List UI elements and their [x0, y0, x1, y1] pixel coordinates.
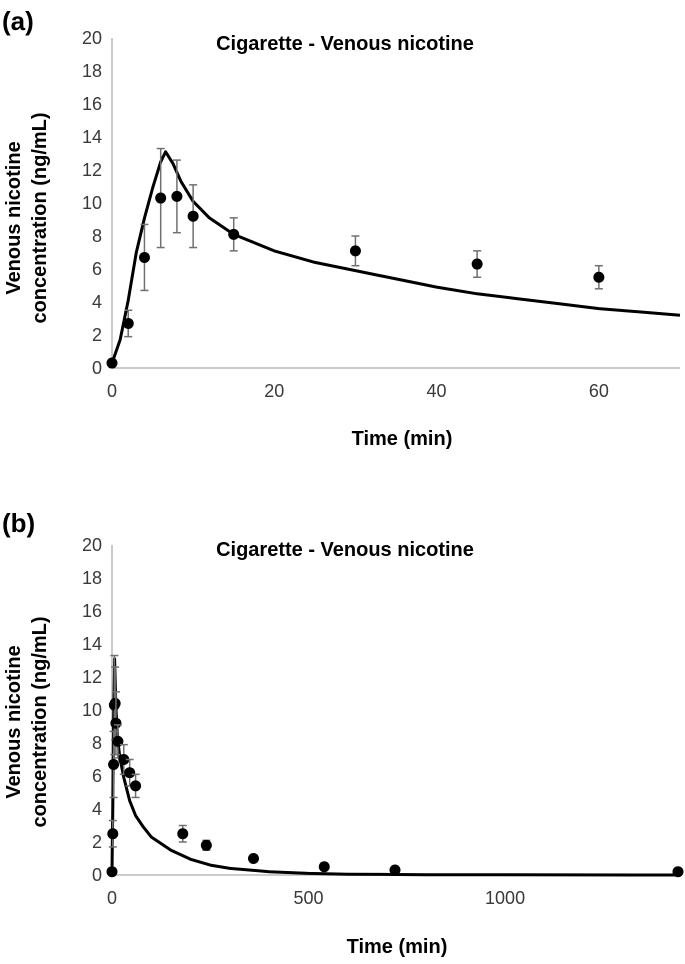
panel-a-y-tick-label: 18	[82, 61, 102, 81]
panel-b-y-tick-label: 18	[82, 568, 102, 588]
panel-a-data-point	[106, 357, 118, 369]
panel-a-y-tick-label: 0	[92, 358, 102, 378]
panel-a-data-point	[349, 245, 361, 257]
panel-a-ylabel-line1: Venous nicotine	[3, 141, 25, 294]
panel-b-x-tick-label: 0	[107, 888, 117, 908]
panel-a: (a) Cigarette - Venous nicotine Venous n…	[2, 6, 681, 450]
panel-b-x-tick-label: 500	[294, 888, 324, 908]
panel-b-model-curve	[110, 657, 679, 877]
panel-a-x-axis-label: Time (min)	[352, 428, 453, 450]
panel-b-x-tick-label: 1000	[485, 888, 525, 908]
panel-a-model-curve	[110, 150, 681, 364]
panel-a-y-tick-label: 2	[92, 325, 102, 345]
panel-a-data-point	[593, 271, 605, 283]
panel-b: (b) Cigarette - Venous nicotine Venous n…	[2, 508, 684, 958]
panel-b-y-tick-label: 12	[82, 667, 102, 687]
panel-a-data-point	[155, 192, 167, 204]
panel-b-y-axis-label: Venous nicotine concentration (ng/mL)	[3, 616, 51, 827]
panel-a-x-tick-label: 20	[264, 381, 284, 401]
panel-b-data-point	[389, 864, 401, 876]
panel-b-data-point	[106, 866, 118, 878]
panel-a-y-tick-label: 14	[82, 127, 102, 147]
panel-a-y-tick-label: 12	[82, 160, 102, 180]
panel-b-data-point	[109, 697, 121, 709]
panel-a-y-tick-label: 4	[92, 292, 102, 312]
panel-b-y-tick-label: 2	[92, 832, 102, 852]
panel-b-plot-area: 0 2 4 6 8 10 12 14 16 18 20 0 500 1000	[82, 535, 684, 908]
panel-a-data-point	[138, 251, 150, 263]
panel-a-data-point	[187, 210, 199, 222]
panel-a-data-point	[471, 258, 483, 270]
panel-b-y-tick-label: 20	[82, 535, 102, 555]
panel-b-data-point	[107, 828, 119, 840]
panel-b-data-point	[248, 853, 259, 864]
panel-a-ylabel-line2: concentration (ng/mL)	[29, 112, 51, 323]
panel-b-data-point	[200, 839, 212, 851]
panel-b-data-point	[130, 780, 142, 792]
panel-a-y-tick-label: 6	[92, 259, 102, 279]
panel-a-plot-area: 0 2 4 6 8 10 12 14 16 18 20 0 20 40 60	[82, 28, 681, 401]
panel-b-data-point	[118, 754, 130, 765]
panel-b-ylabel-line1: Venous nicotine	[3, 645, 25, 798]
panel-b-y-tick-label: 6	[92, 766, 102, 786]
panel-b-data-point	[124, 767, 136, 779]
panel-a-label: (a)	[2, 6, 34, 36]
panel-a-x-tick-label: 60	[589, 381, 609, 401]
panel-a-y-tick-label: 10	[82, 193, 102, 213]
panel-a-data-point	[171, 190, 183, 202]
panel-b-data-point	[110, 717, 122, 729]
panel-b-y-tick-label: 16	[82, 601, 102, 621]
panel-a-y-tick-label: 8	[92, 226, 102, 246]
panel-b-label: (b)	[2, 508, 35, 538]
panel-a-data-point	[228, 228, 240, 240]
panel-b-ylabel-line2: concentration (ng/mL)	[29, 616, 51, 827]
panel-b-y-tick-label: 10	[82, 700, 102, 720]
panel-b-y-tick-label: 14	[82, 634, 102, 654]
panel-b-x-axis-label: Time (min)	[347, 936, 448, 958]
panel-b-y-tick-label: 8	[92, 733, 102, 753]
panel-a-x-tick-label: 40	[427, 381, 447, 401]
panel-b-title: Cigarette - Venous nicotine	[216, 539, 474, 561]
panel-b-data-point	[672, 866, 684, 878]
panel-b-data-point	[177, 828, 189, 840]
panel-a-y-tick-label: 20	[82, 28, 102, 48]
panel-a-data-point	[122, 317, 134, 329]
panel-a-y-axis-label: Venous nicotine concentration (ng/mL)	[3, 112, 51, 323]
panel-a-x-tick-label: 0	[107, 381, 117, 401]
panel-b-y-tick-label: 0	[92, 865, 102, 885]
panel-a-title: Cigarette - Venous nicotine	[216, 33, 474, 55]
panel-b-data-point	[108, 758, 120, 770]
panel-b-y-tick-label: 4	[92, 799, 102, 819]
panel-a-y-tick-label: 16	[82, 94, 102, 114]
panel-b-data-point	[318, 861, 330, 873]
